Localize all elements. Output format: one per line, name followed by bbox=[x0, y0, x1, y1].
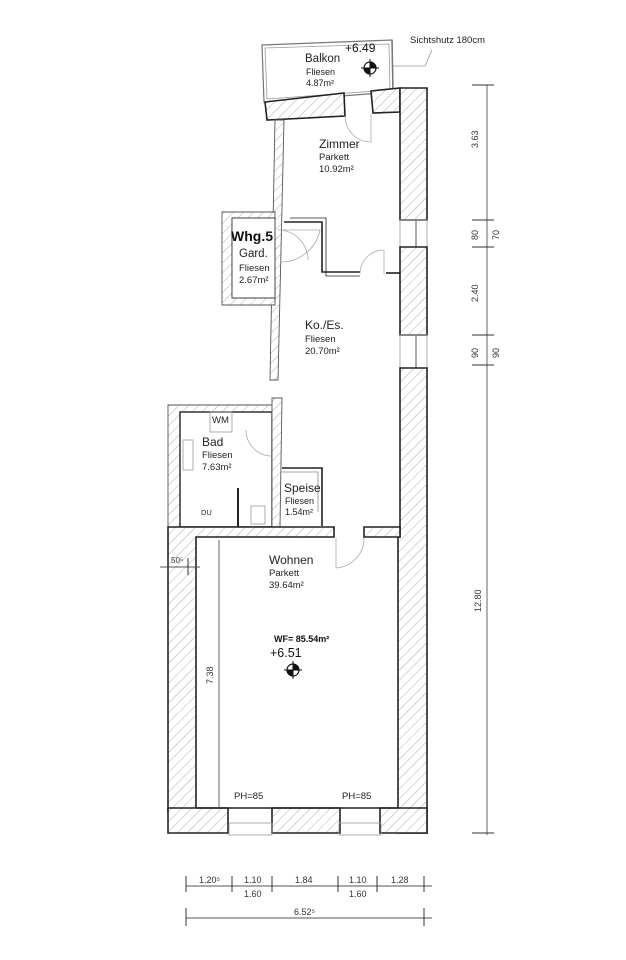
room-floor-koes: Fliesen bbox=[305, 334, 336, 345]
level-balkon: +6.49 bbox=[345, 41, 376, 55]
room-floor-speise: Fliesen bbox=[285, 496, 315, 506]
privacy-screen-note: Sichtshutz 180cm bbox=[410, 35, 485, 46]
door-arc bbox=[359, 249, 385, 275]
room-area-koes: 20.70m² bbox=[305, 346, 340, 357]
level-marker-wohnen bbox=[284, 661, 302, 679]
dim-bottom-4: 1.10 bbox=[349, 875, 367, 885]
room-floor-bad: Fliesen bbox=[202, 450, 233, 461]
room-floor-zimmer: Parkett bbox=[319, 152, 350, 163]
dim-right-70: 70 bbox=[491, 229, 501, 240]
fixture-du: DU bbox=[201, 508, 212, 517]
dim-bottom-row2-2: 1.60 bbox=[349, 889, 367, 899]
wall-bottom-3 bbox=[379, 807, 428, 834]
dim-right-12-80: 12.80 bbox=[473, 589, 483, 612]
room-floor-balkon: Fliesen bbox=[306, 67, 336, 77]
leader-line bbox=[393, 49, 433, 67]
window-height-right: PH=85 bbox=[342, 791, 372, 802]
room-name-koes: Ko./Es. bbox=[305, 318, 344, 332]
dim-bottom-1: 1.20⁵ bbox=[199, 875, 221, 885]
room-name-gard: Gard. bbox=[239, 248, 268, 260]
dimension-right bbox=[472, 84, 494, 835]
room-name-bad: Bad bbox=[202, 435, 224, 449]
dim-bottom-row2-1: 1.60 bbox=[244, 889, 262, 899]
dim-right-90-b: 90 bbox=[491, 347, 501, 358]
door-arc bbox=[335, 537, 365, 569]
room-floor-gard: Fliesen bbox=[239, 263, 270, 274]
dim-bottom-5: 1.28 bbox=[391, 875, 409, 885]
room-area-zimmer: 10.92m² bbox=[319, 164, 354, 175]
wall-mid-right bbox=[363, 526, 401, 538]
pantry bbox=[282, 467, 323, 526]
dim-right-80: 80 bbox=[470, 229, 480, 240]
dim-wohnen-depth: 7.38 bbox=[205, 666, 215, 684]
level-marker-balkon bbox=[361, 59, 379, 77]
room-area-balkon: 4.87m² bbox=[306, 78, 335, 88]
room-name-zimmer: Zimmer bbox=[319, 137, 360, 151]
dim-left-wall: 50⁵ bbox=[171, 556, 184, 565]
total-living-area: WF= 85.54m² bbox=[274, 634, 330, 644]
room-name-speise: Speise bbox=[284, 481, 321, 495]
partition-zimmer-kitchen bbox=[284, 221, 360, 273]
dimension-left-wall bbox=[160, 558, 200, 575]
room-area-bad: 7.63m² bbox=[202, 462, 232, 473]
dim-bottom-2: 1.10 bbox=[244, 875, 262, 885]
window-height-left: PH=85 bbox=[234, 791, 264, 802]
garderobe bbox=[221, 211, 321, 306]
dim-bottom-3: 1.84 bbox=[295, 875, 313, 885]
door-arc bbox=[344, 114, 372, 143]
room-area-speise: 1.54m² bbox=[285, 507, 314, 517]
apartment-label: Whg.5 bbox=[231, 228, 273, 244]
room-name-balkon: Balkon bbox=[305, 53, 341, 65]
dimension-bottom bbox=[185, 876, 432, 926]
dim-right-2-40: 2.40 bbox=[470, 284, 480, 302]
fixture-wm: WM bbox=[212, 415, 229, 426]
dim-bottom-total: 6.52⁵ bbox=[294, 907, 316, 917]
room-area-gard: 2.67m² bbox=[239, 275, 269, 286]
room-floor-wohnen: Parkett bbox=[269, 568, 300, 579]
level-wohnen: +6.51 bbox=[270, 646, 302, 660]
room-name-wohnen: Wohnen bbox=[269, 553, 314, 567]
dim-right-90-a: 90 bbox=[470, 347, 480, 358]
room-area-wohnen: 39.64m² bbox=[269, 580, 304, 591]
dim-right-3-63: 3.63 bbox=[470, 130, 480, 148]
